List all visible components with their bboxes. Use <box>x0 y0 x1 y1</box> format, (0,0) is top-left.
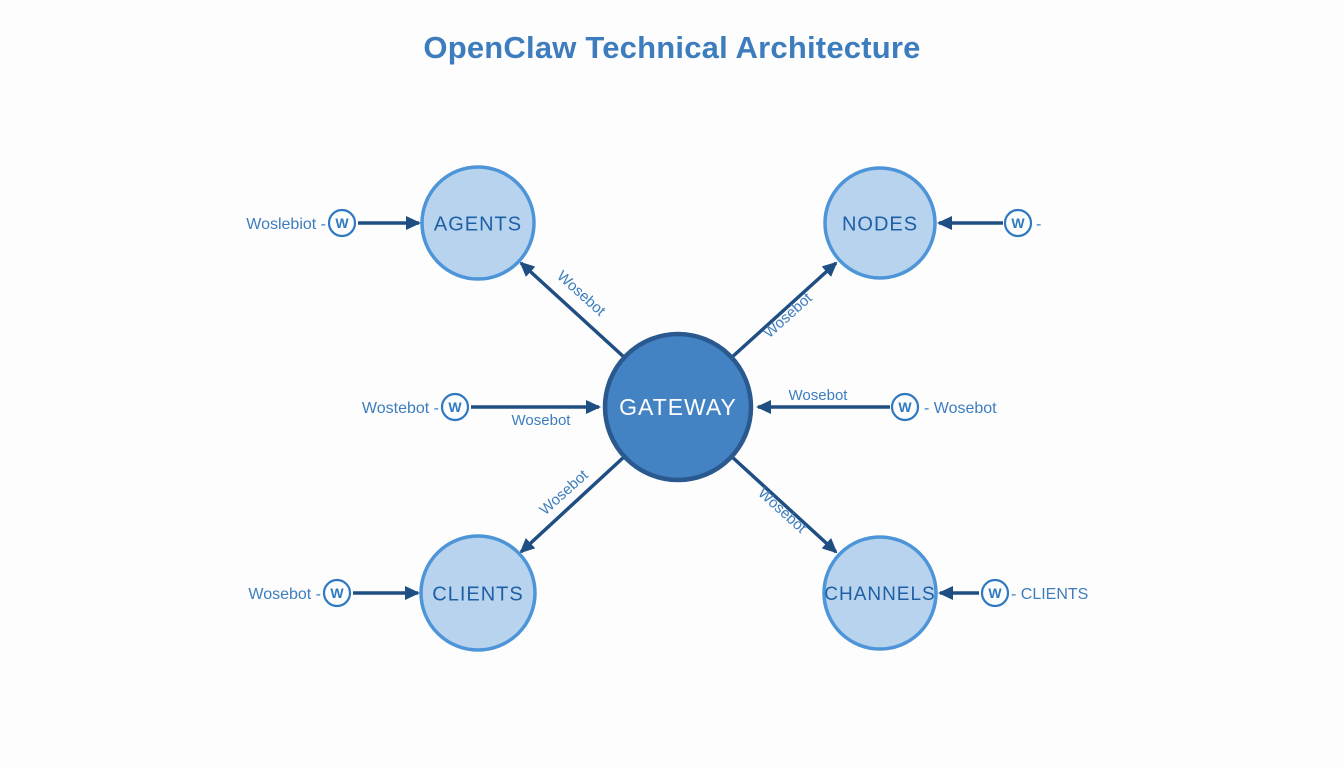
diagram-title: OpenClaw Technical Architecture <box>423 30 921 65</box>
agents-node-label: AGENTS <box>434 213 522 235</box>
channels-node: CHANNELS <box>822 535 938 651</box>
svg-text:W: W <box>1011 215 1025 231</box>
svg-text:W: W <box>448 399 462 415</box>
nodes-node: NODES <box>823 166 937 280</box>
edge-label-gateway-in-left: Wosebot <box>512 412 572 429</box>
source-label-clients: Wosebot - <box>248 586 321 603</box>
edge-right-to-nodes: W - <box>937 208 1041 238</box>
w-icon: W <box>980 578 1010 608</box>
edge-label-gateway-to-channels: Wosebot <box>754 485 810 538</box>
edge-right-to-gateway: Wosebot W - Wosebot <box>756 387 997 422</box>
w-icon: W <box>327 208 357 238</box>
source-label-gateway-right: - Wosebot <box>924 400 997 417</box>
source-label-agents: Woslebiot - <box>246 216 326 233</box>
gateway-node-label: GATEWAY <box>619 394 737 420</box>
w-icon: W <box>322 578 352 608</box>
source-label-gateway-left: Wostebot - <box>362 400 439 417</box>
source-label-channels: - CLIENTS <box>1011 586 1088 603</box>
nodes-node-label: NODES <box>842 213 918 235</box>
edge-left-to-agents: Woslebiot - W <box>246 208 421 238</box>
edge-gateway-to-clients: Wosebot <box>519 454 627 554</box>
agents-node: AGENTS <box>420 165 536 281</box>
channels-node-label: CHANNELS <box>824 584 935 605</box>
source-label-nodes: - <box>1036 216 1041 233</box>
w-icon: W <box>890 392 920 422</box>
edge-label-gateway-to-nodes: Wosebot <box>760 289 816 342</box>
clients-node-label: CLIENTS <box>432 583 523 605</box>
gateway-node: GATEWAY <box>602 331 754 483</box>
svg-text:W: W <box>335 215 349 231</box>
edge-gateway-to-channels: Wosebot <box>729 454 838 554</box>
svg-text:W: W <box>898 399 912 415</box>
clients-node: CLIENTS <box>419 534 537 652</box>
edge-label-gateway-to-agents: Wosebot <box>553 268 609 321</box>
edge-gateway-to-agents: Wosebot <box>519 261 627 360</box>
edge-label-gateway-in-right: Wosebot <box>789 387 849 404</box>
edge-left-to-clients: Wosebot - W <box>248 578 420 608</box>
edge-left-to-gateway: Wostebot - W Wosebot <box>362 392 601 429</box>
w-icon: W <box>1003 208 1033 238</box>
svg-text:W: W <box>330 585 344 601</box>
edge-gateway-to-nodes: Wosebot <box>729 261 838 360</box>
svg-text:W: W <box>988 585 1002 601</box>
w-icon: W <box>440 392 470 422</box>
edge-right-to-channels: W - CLIENTS <box>938 578 1088 608</box>
